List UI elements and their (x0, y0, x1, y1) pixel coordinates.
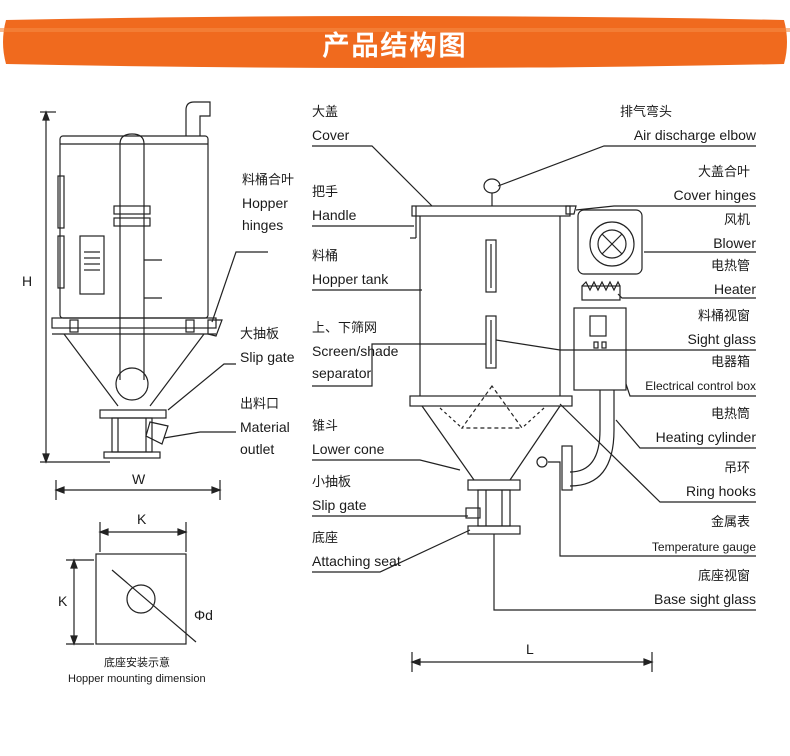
dim-h-label: H (22, 273, 33, 289)
gauge-label-cn: 金属表 (710, 515, 750, 530)
screen-label-cn: 上、下筛网 (312, 321, 378, 336)
cover-label-cn: 大盖 (312, 105, 339, 120)
dim-l-label: L (526, 641, 534, 657)
main-view-dryer (312, 145, 756, 672)
tank-label-en: Hopper tank (312, 271, 389, 287)
box-label-en: Electrical control box (645, 379, 756, 393)
dim-w-label: W (132, 471, 146, 487)
screen-label-en-1: Screen/shade (312, 343, 399, 359)
outlet-label-en-2: outlet (240, 441, 275, 457)
base-sight-label-en: Base sight glass (654, 591, 756, 607)
handle-label-cn: 把手 (312, 185, 339, 200)
side-view-dryer (40, 101, 268, 500)
cone-label-en: Lower cone (312, 441, 385, 457)
mounting-caption-cn: 底座安装示意 (104, 656, 170, 669)
dim-d-label: Φd (194, 607, 213, 623)
sight-label-en: Sight glass (687, 331, 756, 347)
elbow-label-cn: 排气弯头 (620, 105, 673, 120)
banner-title: 产品结构图 (322, 31, 468, 62)
gauge-label-en: Temperature gauge (651, 540, 756, 554)
hopper-hinges-label-en-1: Hopper (242, 195, 288, 211)
outlet-label-cn: 出料口 (240, 397, 280, 412)
mounting-caption-en: Hopper mounting dimension (68, 673, 206, 685)
hopper-hinges-label-en-2: hinges (242, 217, 284, 233)
gate-label-cn: 小抽板 (312, 475, 352, 490)
slip-gate-label-cn: 大抽板 (240, 327, 280, 342)
cylinder-label-cn: 电热筒 (710, 407, 750, 422)
dim-k-top-label: K (137, 511, 147, 527)
box-label-cn: 电器箱 (710, 355, 750, 370)
title-banner (0, 16, 790, 68)
cover-hinges-label-cn: 大盖合叶 (697, 165, 750, 180)
heater-label-en: Heater (713, 281, 756, 297)
ring-hooks-label-en: Ring hooks (685, 483, 756, 499)
blower-label-en: Blower (713, 235, 756, 251)
handle-label-en: Handle (312, 207, 357, 223)
base-sight-label-cn: 底座视窗 (697, 569, 750, 584)
elbow-label-en: Air discharge elbow (633, 127, 756, 143)
blower-label-cn: 风机 (723, 213, 750, 228)
seat-label-cn: 底座 (312, 531, 339, 546)
dim-k-left-label: K (58, 593, 68, 609)
gate-label-en: Slip gate (312, 497, 367, 513)
cone-label-cn: 锥斗 (312, 419, 339, 434)
screen-label-en-2: separator (312, 365, 372, 381)
ring-hooks-label-cn: 吊环 (723, 461, 750, 476)
heater-label-cn: 电热管 (710, 259, 750, 274)
tank-label-cn: 料桶 (312, 249, 339, 264)
cover-label-en: Cover (312, 127, 350, 143)
cylinder-label-en: Heating cylinder (655, 429, 756, 445)
outlet-label-en-1: Material (240, 419, 290, 435)
hopper-hinges-label-cn: 料桶合叶 (242, 173, 295, 188)
mounting-diagram (66, 522, 197, 646)
cover-hinges-label-en: Cover hinges (673, 187, 757, 203)
seat-label-en: Attaching seat (312, 553, 401, 569)
slip-gate-label-en: Slip gate (240, 349, 295, 365)
sight-label-cn: 料桶视窗 (697, 309, 750, 324)
